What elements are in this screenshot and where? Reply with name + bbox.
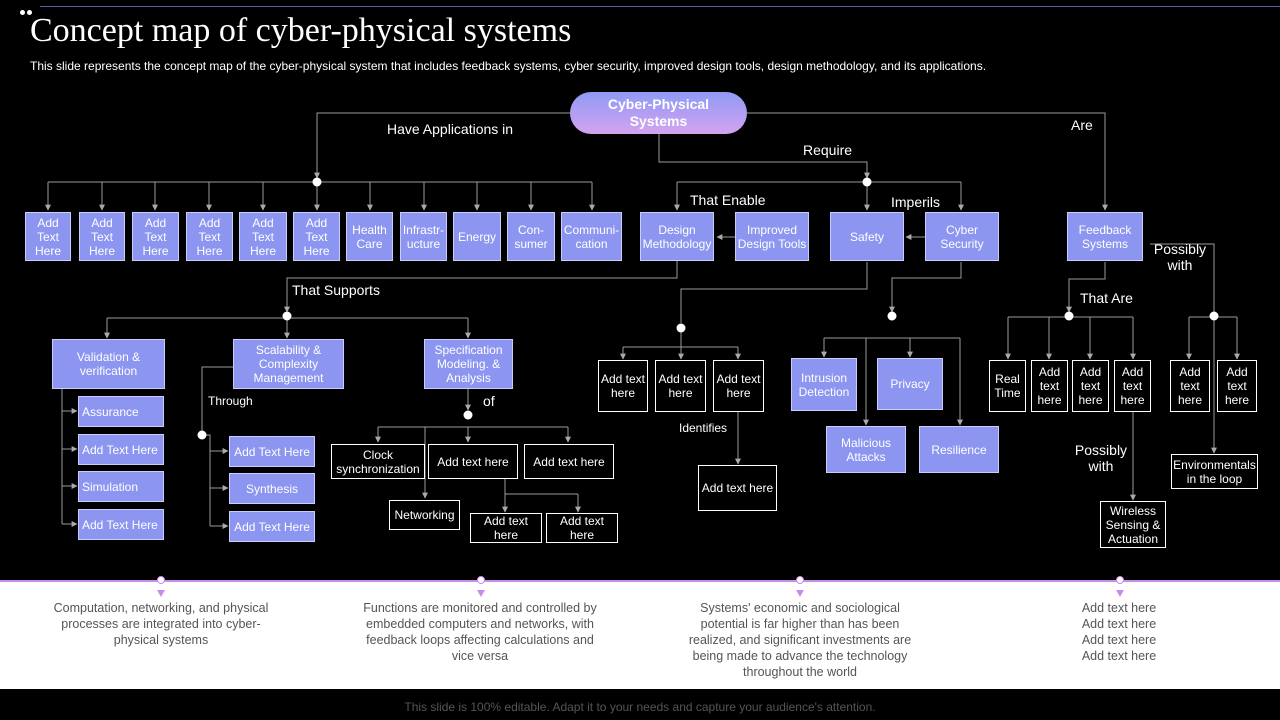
node-environmentals-in-loop: Environmentals in the loop [1171, 454, 1258, 489]
security-item-privacy: Privacy [877, 358, 943, 410]
timeline-marker [796, 576, 804, 584]
label-of: of [483, 393, 495, 409]
timeline-marker [157, 576, 165, 584]
node-wireless-sensing: Wireless Sensing & Actuation [1100, 501, 1166, 548]
label-imperils: Imperils [891, 194, 941, 210]
label-possibly-with-2: Possibly with [1074, 442, 1128, 474]
security-item-resilience: Resilience [919, 426, 999, 473]
node-improved-design-tools: Improved Design Tools [735, 212, 809, 261]
spec-item-networking: Networking [389, 500, 460, 530]
label-are: Are [1071, 117, 1093, 133]
security-item-malicious-attacks: Malicious Attacks [826, 426, 906, 473]
spec-item-clock-sync: Clock synchronization [331, 444, 425, 479]
validation-item-simulation: Simulation [78, 471, 164, 502]
app-node: Add Text Here [79, 212, 125, 261]
label-that-enable: That Enable [690, 192, 766, 208]
validation-item: Add Text Here [78, 434, 164, 465]
bottom-accent-line [0, 580, 1280, 582]
label-identifies: Identifies [679, 421, 728, 435]
app-node-consumer: Con-sumer [507, 212, 555, 261]
safety-item: Add text here [655, 360, 706, 412]
slide-dots-icon [20, 2, 34, 20]
app-node: Add Text Here [132, 212, 179, 261]
bottom-note: Systems' economic and sociological poten… [688, 601, 912, 679]
root-line-2: Systems [629, 113, 688, 129]
app-node: Add Text Here [293, 212, 340, 261]
node-specification-modeling: Specification Modeling. & Analysis [424, 339, 513, 389]
root-line-1: Cyber-Physical [607, 96, 710, 112]
feedback-possible-item: Add text here [1217, 360, 1257, 412]
node-cyber-security: Cyber Security [925, 212, 999, 261]
app-node: Add Text Here [186, 212, 233, 261]
spec-item: Add text here [470, 513, 542, 543]
spec-item: Add text here [546, 513, 618, 543]
safety-item: Add text here [713, 360, 764, 412]
app-node-health-care: Health Care [346, 212, 393, 261]
app-node-infrastructure: Infrastr-ucture [400, 212, 447, 261]
bottom-note: Functions are monitored and controlled b… [363, 601, 597, 663]
label-possibly-with-1: Possibly with [1153, 241, 1207, 273]
safety-item: Add text here [598, 360, 648, 412]
node-scalability: Scalability & Complexity Management [233, 339, 344, 389]
bottom-notes-panel [0, 580, 1280, 689]
validation-item: Add Text Here [78, 509, 164, 540]
timeline-marker [477, 576, 485, 584]
label-require: Require [803, 142, 853, 158]
down-arrow-icon [1116, 590, 1124, 597]
label-through: Through [208, 394, 253, 408]
bottom-note: Add text here Add text here Add text her… [1081, 601, 1157, 663]
node-validation-verification: Validation & verification [52, 339, 165, 389]
node-safety: Safety [830, 212, 904, 261]
scalability-item: Add Text Here [229, 511, 315, 542]
timeline-marker [1116, 576, 1124, 584]
page-title: Concept map of cyber-physical systems [30, 12, 572, 49]
label-that-are: That Are [1080, 290, 1133, 306]
app-node-communication: Communi-cation [561, 212, 622, 261]
feedback-item: Add text here [1072, 360, 1109, 412]
spec-item: Add text here [428, 444, 518, 479]
security-item-intrusion-detection: Intrusion Detection [791, 358, 857, 411]
page-subtitle: This slide represents the concept map of… [30, 59, 987, 73]
label-that-supports: That Supports [292, 282, 380, 298]
feedback-item: Add text here [1114, 360, 1151, 412]
feedback-item-real-time: Real Time [989, 360, 1026, 412]
node-feedback-systems: Feedback Systems [1067, 212, 1143, 261]
label-have-applications: Have Applications in [387, 121, 514, 137]
feedback-possible-item: Add text here [1170, 360, 1210, 412]
connector-lines [45, 112, 1240, 529]
down-arrow-icon [477, 590, 485, 597]
app-node-energy: Energy [453, 212, 501, 261]
feedback-item: Add text here [1031, 360, 1068, 412]
down-arrow-icon [796, 590, 804, 597]
bottom-note: Computation, networking, and physical pr… [53, 601, 269, 647]
identifies-item: Add text here [698, 465, 777, 511]
footer-text: This slide is 100% editable. Adapt it to… [404, 700, 876, 714]
down-arrow-icon [157, 590, 165, 597]
scalability-item: Add Text Here [229, 436, 315, 467]
app-node: Add Text Here [239, 212, 287, 261]
spec-item: Add text here [524, 444, 614, 479]
node-design-methodology: Design Methodology [640, 212, 714, 261]
scalability-item-synthesis: Synthesis [229, 473, 315, 504]
app-node: Add Text Here [25, 212, 71, 261]
top-divider [40, 6, 1280, 7]
validation-item-assurance: Assurance [78, 396, 164, 427]
